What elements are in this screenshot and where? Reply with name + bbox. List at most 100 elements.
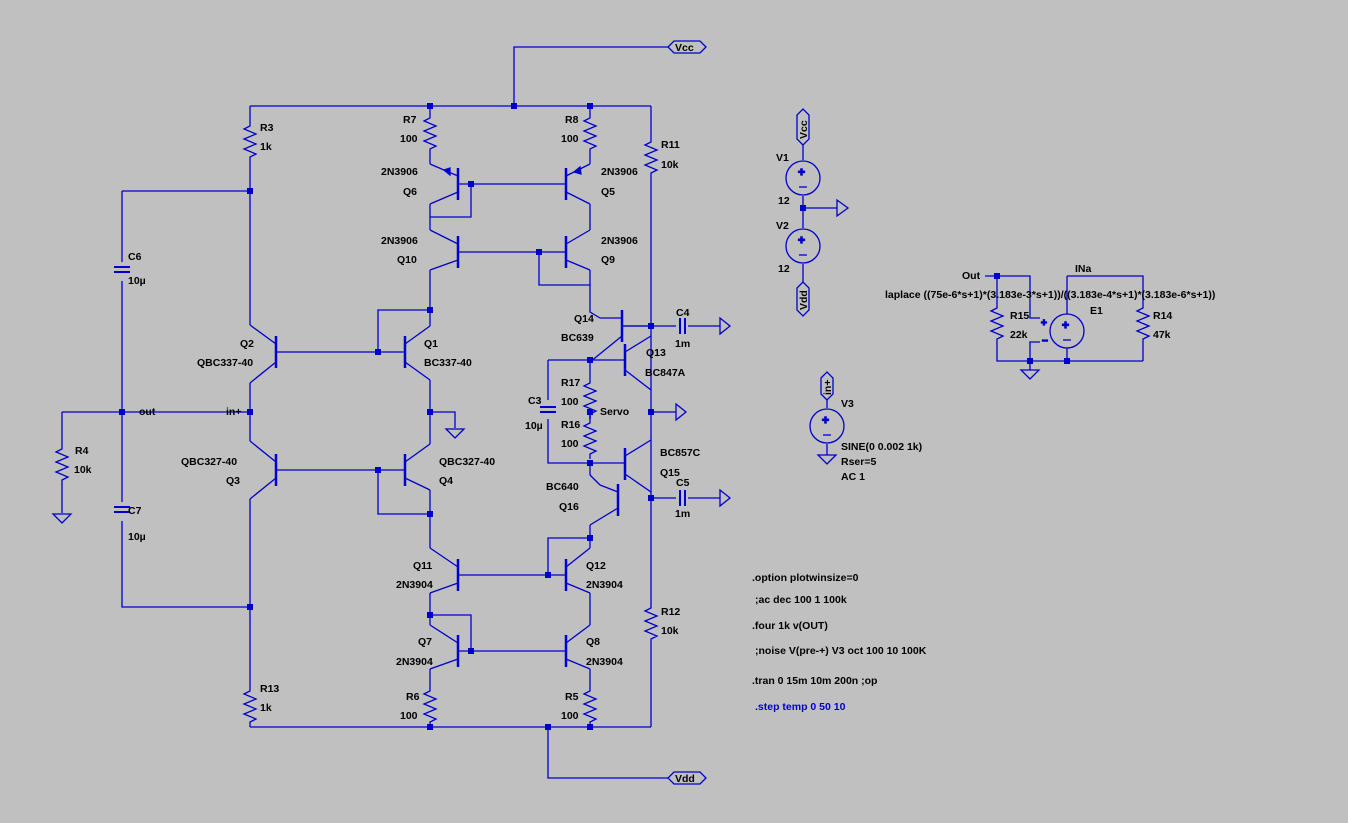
r17-value: 100	[561, 396, 579, 408]
in-plus-flag-v3	[820, 371, 834, 401]
net-flags	[667, 40, 850, 785]
r5-value: 100	[561, 710, 579, 722]
ground-icon	[445, 428, 465, 439]
r13-ref: R13	[260, 683, 279, 695]
capacitor-c4	[679, 317, 686, 335]
r11-value: 10k	[661, 159, 679, 171]
c7-ref: C7	[128, 505, 142, 517]
c4-value: 1m	[675, 338, 690, 350]
c3-value: 10µ	[525, 420, 543, 432]
r15-value: 22k	[1010, 329, 1028, 341]
r8-value: 100	[561, 133, 579, 145]
r13-value: 1k	[260, 702, 272, 714]
junctions	[119, 103, 1070, 730]
q9-ref: Q9	[601, 254, 615, 266]
e1-ref: E1	[1090, 305, 1103, 317]
capacitor-c5	[679, 489, 686, 507]
c7-value: 10µ	[128, 531, 146, 543]
transistor-q4	[403, 443, 431, 491]
transistor-q14	[589, 310, 624, 363]
in-plus-flag-v3-label: in+	[822, 380, 834, 395]
v3-value-rser: Rser=5	[841, 456, 876, 468]
q15-ref: Q15	[660, 467, 680, 479]
transistors	[249, 163, 652, 670]
r17-ref: R17	[561, 377, 580, 389]
q1-ref: Q1	[424, 338, 438, 350]
directive-step: .step temp 0 50 10	[755, 701, 846, 713]
q6-model: 2N3906	[381, 166, 418, 178]
r8-ref: R8	[565, 114, 579, 126]
r12-value: 10k	[661, 625, 679, 637]
r14-value: 47k	[1153, 329, 1171, 341]
resistor-r4	[55, 440, 69, 486]
output-arrow-icon	[675, 402, 688, 422]
vcc-flag-label: Vcc	[675, 42, 694, 54]
voltage-source-v3: +	[809, 408, 845, 444]
resistor-r8	[583, 109, 597, 155]
q4-ref: Q4	[439, 475, 453, 487]
q5-ref: Q5	[601, 186, 615, 198]
voltage-source-v2: +	[785, 228, 821, 264]
ground-icon	[817, 454, 837, 465]
vcc-flag-v1	[796, 108, 810, 146]
v1-ref: V1	[776, 152, 789, 164]
transistor-q8	[564, 624, 591, 670]
c4-ref: C4	[676, 307, 690, 319]
r16-value: 100	[561, 438, 579, 450]
transistor-q9	[564, 229, 591, 271]
servo-net-label: Servo	[600, 406, 629, 418]
directive-option: .option plotwinsize=0	[752, 572, 859, 584]
transistor-q5	[564, 163, 591, 205]
transistor-q3	[249, 440, 278, 500]
svg-text:+: +	[798, 165, 805, 179]
q11-ref: Q11	[413, 560, 432, 572]
c6-ref: C6	[128, 251, 142, 263]
q3-ref: Q3	[226, 475, 240, 487]
transistor-q13	[623, 335, 652, 391]
r3-value: 1k	[260, 141, 272, 153]
v2-value: 12	[778, 263, 790, 275]
svg-text:+: +	[1062, 318, 1069, 332]
r6-ref: R6	[406, 691, 420, 703]
transistor-q7	[429, 615, 460, 670]
r4-value: 10k	[74, 464, 92, 476]
r5-ref: R5	[565, 691, 579, 703]
c5-ref: C5	[676, 477, 690, 489]
q3-model: QBC327-40	[181, 456, 237, 468]
q12-ref: Q12	[586, 560, 606, 572]
ground-icon	[52, 513, 72, 524]
q6-ref: Q6	[403, 186, 417, 198]
resistor-r15	[990, 299, 1004, 345]
resistor-r11	[644, 133, 658, 179]
output-arrow-icon	[836, 198, 850, 218]
r3-ref: R3	[260, 122, 274, 134]
vdd-flag-v2	[796, 281, 810, 317]
q10-ref: Q10	[397, 254, 417, 266]
resistor-r14	[1136, 299, 1150, 345]
q2-ref: Q2	[240, 338, 254, 350]
r6-value: 100	[400, 710, 418, 722]
r14-ref: R14	[1153, 310, 1172, 322]
transistor-q12	[564, 538, 591, 594]
q11-model: 2N3904	[396, 579, 433, 591]
c5-value: 1m	[675, 508, 690, 520]
transistor-q6	[429, 163, 460, 205]
transistor-q2	[249, 324, 278, 384]
q14-model: BC639	[561, 332, 594, 344]
vdd-flag-label: Vdd	[675, 773, 695, 785]
directive-four: .four 1k v(OUT)	[752, 620, 828, 632]
r16-ref: R16	[561, 419, 580, 431]
vdd-flag-bottom	[667, 771, 707, 785]
q4-model: QBC327-40	[439, 456, 495, 468]
resistor-r7	[423, 109, 437, 155]
output-arrow-icon	[719, 316, 732, 336]
q1-model: BC337-40	[424, 357, 472, 369]
svg-text:+: +	[798, 233, 805, 247]
directive-ac: ;ac dec 100 1 100k	[755, 594, 847, 606]
q9-model: 2N3906	[601, 235, 638, 247]
q8-model: 2N3904	[586, 656, 623, 668]
resistor-r3	[243, 117, 257, 163]
v3-ref: V3	[841, 398, 854, 410]
capacitor-c6	[113, 266, 131, 273]
